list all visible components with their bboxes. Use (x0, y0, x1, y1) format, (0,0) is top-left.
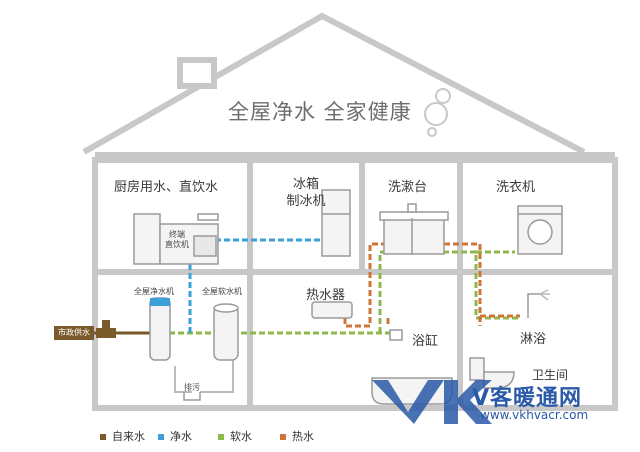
soft-water-upstairs (378, 250, 520, 333)
legend-swatch (218, 434, 224, 440)
water-heater-icon (311, 301, 353, 319)
watermark-brand: V客暖通网 (472, 386, 583, 411)
whole-house-softener-label: 全屋软水机 (202, 287, 242, 296)
room-kitchen-label: 厨房用水、直饮水 (114, 180, 219, 195)
watermark-logo (372, 380, 492, 424)
washbasin-icon (379, 203, 449, 255)
legend-item: 软水 (218, 428, 252, 444)
interior-walls (95, 160, 615, 408)
room-heater-label: 热水器 (306, 288, 346, 303)
room-bathtub-label: 浴缸 (412, 334, 439, 349)
toilet-icon (469, 357, 515, 389)
terminal-purifier-line2: 直饮机 (165, 240, 189, 249)
shower-icon (527, 289, 550, 318)
hot-water-line (343, 242, 482, 328)
washing-machine-icon (517, 205, 563, 255)
room-fridge-label: 冰箱 制冰机 (282, 176, 330, 210)
chimney (177, 57, 217, 89)
legend-label: 软水 (230, 430, 252, 443)
legend-swatch (158, 434, 164, 440)
drain-pipe (174, 366, 192, 393)
legend-item: 自来水 (100, 428, 145, 444)
drain-label: 排污 (184, 383, 200, 392)
room-shower-label: 淋浴 (520, 332, 547, 347)
room-washbasin-label: 洗漱台 (388, 180, 428, 195)
house-body (92, 157, 618, 411)
kitchen-appliances (133, 213, 219, 265)
legend-item: 净水 (158, 428, 192, 444)
soft-water-main (160, 331, 402, 340)
fridge-icon (321, 189, 351, 257)
house-outline (82, 12, 618, 411)
drain-icon (183, 392, 201, 401)
bubbles (424, 88, 451, 137)
room-fridge-line1: 冰箱 (292, 177, 319, 192)
whole-house-purifier-label: 全屋净水机 (134, 287, 174, 296)
watermark-url: www.vkhvacr.com (480, 408, 589, 422)
municipal-supply-tag: 市政供水 (54, 326, 94, 340)
room-laundry-label: 洗衣机 (496, 180, 536, 195)
legend-label: 热水 (292, 430, 314, 443)
legend-item: 热水 (280, 428, 314, 444)
bathtub-faucet-icon (389, 329, 403, 341)
legend-label: 净水 (170, 430, 192, 443)
page-title: 全屋净水 全家健康 (228, 100, 412, 124)
terminal-purifier-label: 终端 直饮机 (165, 230, 189, 250)
whole-house-purifier-icon (149, 297, 171, 361)
whole-house-softener-icon (213, 303, 239, 361)
roof-line (82, 12, 586, 155)
terminal-purifier-icon (193, 235, 217, 257)
legend-swatch (280, 434, 286, 440)
terminal-purifier-line1: 终端 (169, 230, 185, 239)
fridge-small-icon (133, 213, 161, 265)
room-toilet-label: 卫生间 (532, 368, 569, 382)
room-fridge-line2: 制冰机 (286, 194, 326, 209)
faucet-icon (197, 213, 219, 221)
legend-label: 自来水 (112, 430, 145, 443)
municipal-valve-icon (96, 320, 116, 338)
legend-swatch (100, 434, 106, 440)
